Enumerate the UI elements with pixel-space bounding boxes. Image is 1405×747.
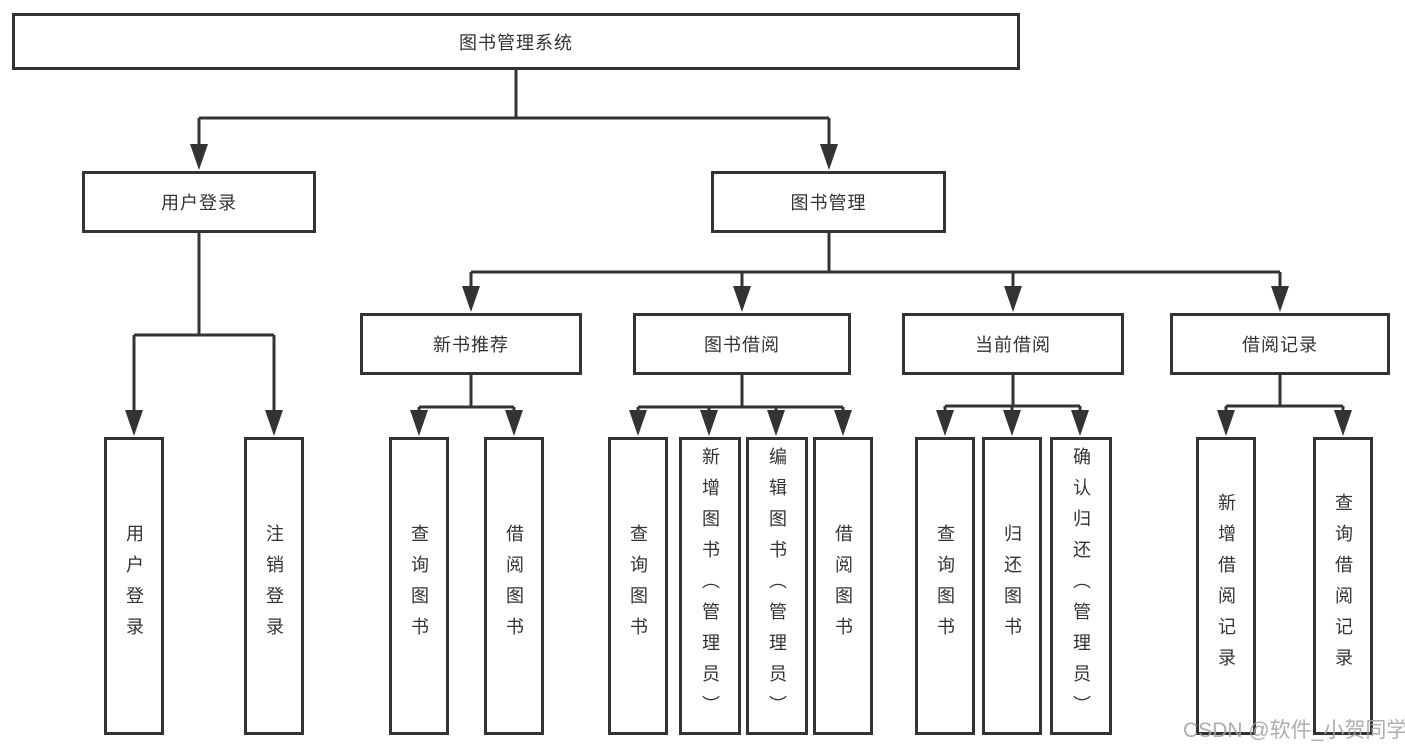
leaf-query-books-current: 查询图书 (915, 437, 975, 735)
leaf-query-borrow-record-label: 查询借阅记录 (1333, 493, 1353, 679)
leaf-user-login-label: 用户登录 (124, 524, 144, 648)
node-root-label: 图书管理系统 (459, 32, 573, 53)
leaf-borrow-books: 借阅图书 (813, 437, 873, 735)
leaf-add-borrow-record-label: 新增借阅记录 (1216, 493, 1236, 679)
connector-book-mgmt-to-level3 (462, 233, 1289, 312)
leaf-query-books-recommend: 查询图书 (389, 437, 449, 735)
node-user-login: 用户登录 (82, 171, 316, 233)
node-current-borrowing-label: 当前借阅 (975, 335, 1051, 355)
node-book-management: 图书管理 (711, 171, 946, 233)
leaf-return-books: 归还图书 (982, 437, 1042, 735)
node-book-management-label: 图书管理 (790, 193, 867, 213)
leaf-query-books-borrow-label: 查询图书 (628, 524, 648, 648)
leaf-return-books-label: 归还图书 (1002, 524, 1022, 648)
connector-root-to-level2 (190, 70, 838, 170)
leaf-user-login: 用户登录 (104, 437, 164, 735)
node-current-borrowing: 当前借阅 (902, 313, 1124, 375)
node-user-login-label: 用户登录 (161, 193, 237, 213)
leaf-confirm-return-admin-label: 确认归还（管理员） (1071, 446, 1091, 726)
leaf-query-books-recommend-label: 查询图书 (409, 524, 429, 648)
connector-user-login-to-leaves (125, 233, 283, 436)
leaf-add-books-admin: 新增图书（管理员） (679, 437, 741, 735)
connector-book-borrow-to-leaves (629, 375, 852, 436)
node-book-borrowing-label: 图书借阅 (704, 335, 780, 355)
leaf-query-books-current-label: 查询图书 (935, 524, 955, 648)
connector-new-book-to-leaves (410, 375, 523, 436)
leaf-confirm-return-admin: 确认归还（管理员） (1050, 437, 1112, 735)
connector-current-borrow-to-leaves (936, 375, 1089, 436)
leaf-borrow-books-recommend-label: 借阅图书 (504, 524, 524, 648)
leaf-add-borrow-record: 新增借阅记录 (1196, 437, 1256, 735)
leaf-borrow-books-recommend: 借阅图书 (484, 437, 544, 735)
node-borrowing-records-label: 借阅记录 (1242, 335, 1318, 355)
node-borrowing-records: 借阅记录 (1170, 313, 1390, 375)
leaf-query-books-borrow: 查询图书 (608, 437, 668, 735)
leaf-edit-books-admin: 编辑图书（管理员） (746, 437, 808, 735)
leaf-edit-books-admin-label: 编辑图书（管理员） (767, 446, 787, 726)
leaf-logout-login: 注销登录 (244, 437, 304, 735)
leaf-borrow-books-label: 借阅图书 (833, 524, 853, 648)
node-book-borrowing: 图书借阅 (633, 313, 851, 375)
leaf-logout-login-label: 注销登录 (264, 524, 284, 648)
node-root-library-system: 图书管理系统 (12, 13, 1020, 70)
connector-borrow-record-to-leaves (1217, 375, 1352, 436)
node-new-book-recommend-label: 新书推荐 (433, 335, 509, 355)
node-new-book-recommend: 新书推荐 (360, 313, 582, 375)
csdn-watermark: CSDN @软件_小贺同学 (1183, 719, 1405, 742)
leaf-query-borrow-record: 查询借阅记录 (1313, 437, 1373, 735)
leaf-add-books-admin-label: 新增图书（管理员） (700, 446, 720, 726)
